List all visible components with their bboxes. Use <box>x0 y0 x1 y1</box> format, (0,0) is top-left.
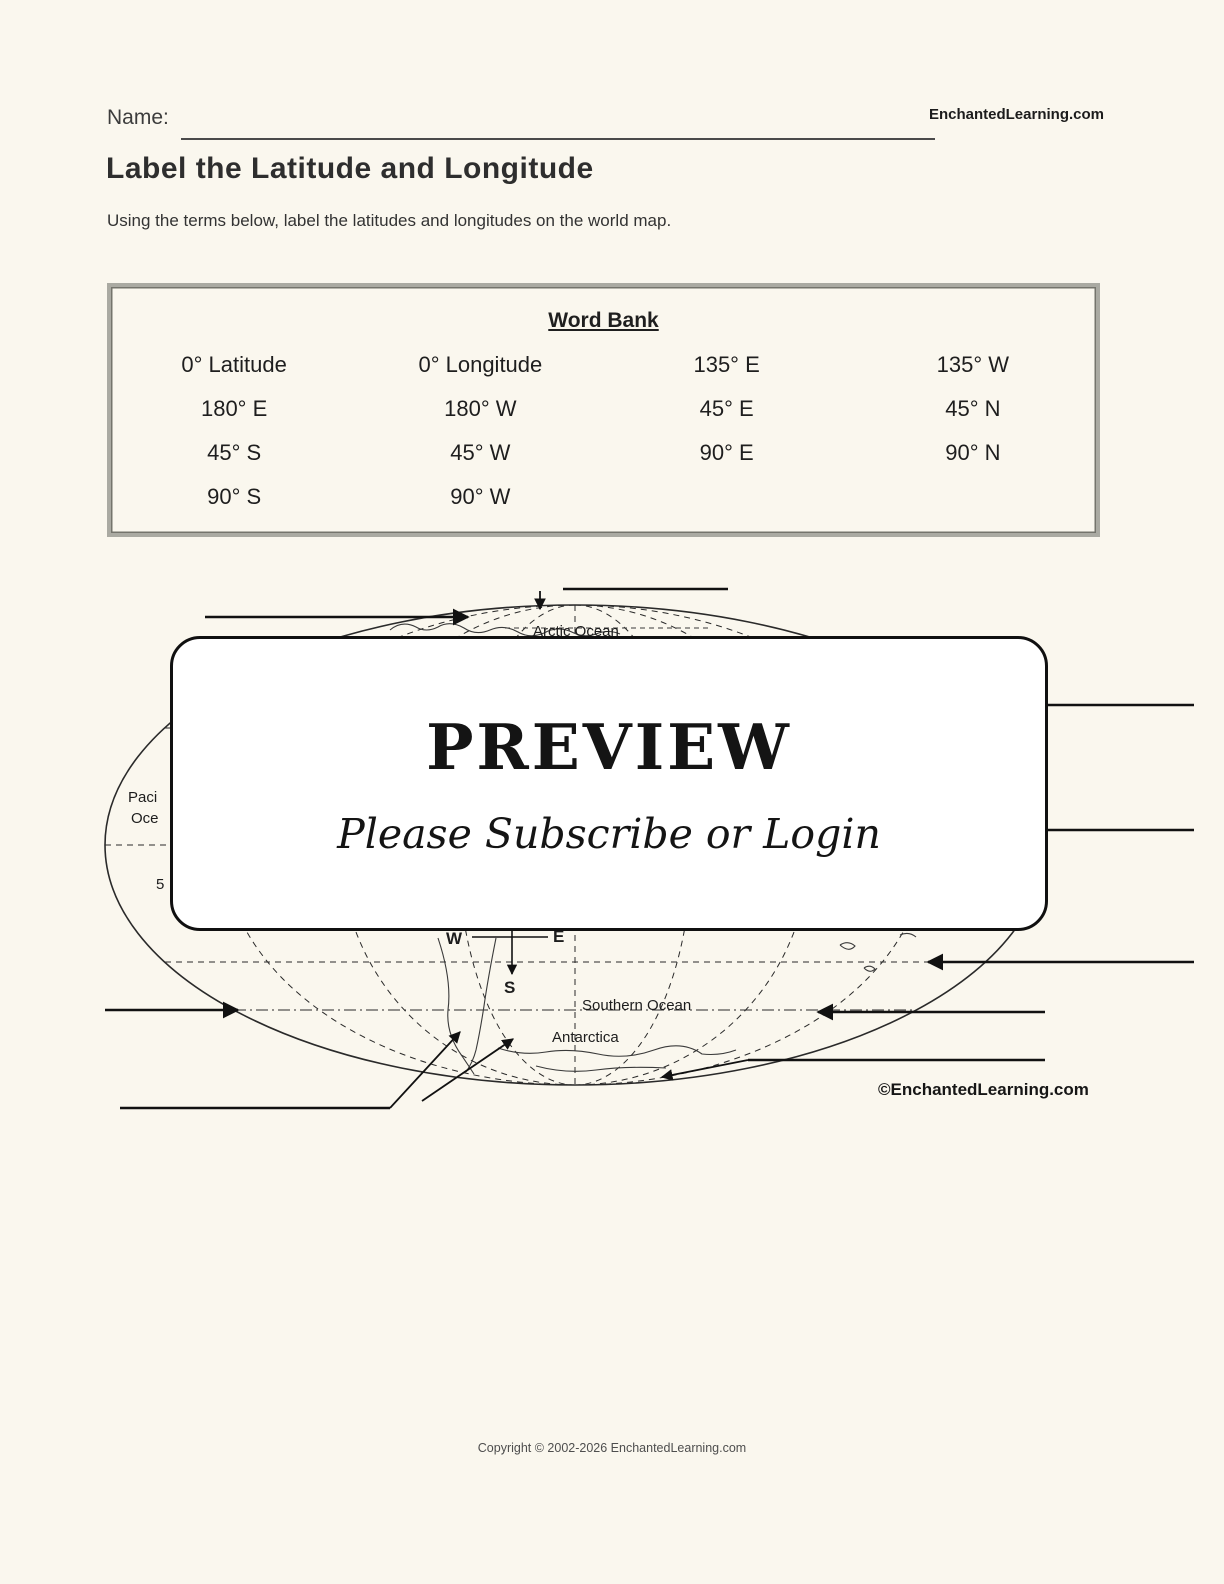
word-bank-term: 90° S <box>207 484 262 509</box>
answer-lines <box>105 587 1194 1110</box>
instructions-text: Using the terms below, label the latitud… <box>107 211 672 230</box>
word-bank-term: 135° W <box>936 352 1010 377</box>
preview-subscribe-login-text: Please Subscribe or Login <box>337 809 881 858</box>
word-bank-term: 45° W <box>450 440 511 465</box>
compass-west-label: W <box>446 929 463 948</box>
map-label-pacific-partial-1: Paci <box>128 789 157 806</box>
map-label-arctic-ocean: Arctic Ocean <box>533 623 619 640</box>
page-title: Label the Latitude and Longitude <box>106 152 594 185</box>
word-bank-term: 90° N <box>945 440 1001 465</box>
preview-title: PREVIEW <box>426 709 792 784</box>
compass-south-label: S <box>504 978 515 997</box>
name-blank-line <box>181 116 935 140</box>
copyright-footer: Copyright © 2002-2026 EnchantedLearning.… <box>477 1441 747 1455</box>
word-bank-term: 45° S <box>207 440 262 465</box>
map-label-southern-ocean: Southern Ocean <box>582 997 691 1014</box>
leader-arrow <box>421 1038 514 1102</box>
map-label-partial-number: 5 <box>156 876 164 893</box>
word-bank-term: 45° N <box>945 396 1001 421</box>
word-bank-term: 135° E <box>693 352 760 377</box>
word-bank-term: 180° E <box>200 396 268 421</box>
name-label: Name: <box>107 106 169 129</box>
map-credit: ©EnchantedLearning.com <box>878 1080 1089 1099</box>
site-name: EnchantedLearning.com <box>928 106 1104 123</box>
preview-overlay: PREVIEW Please Subscribe or Login <box>170 636 1048 931</box>
word-bank-term: 90° E <box>699 440 754 465</box>
word-bank-title: Word Bank <box>548 309 659 332</box>
leader-arrow <box>660 1059 749 1081</box>
map-label-pacific-partial-2: Oce <box>131 810 159 827</box>
word-bank-term: 0° Longitude <box>418 352 543 377</box>
word-bank-box: Word Bank 0° Latitude 0° Longitude 135° … <box>107 283 1100 537</box>
compass-east-label: E <box>553 927 564 946</box>
leader-arrow <box>389 1031 461 1109</box>
map-labels: Arctic Ocean Paci Oce 5 Southern Ocean A… <box>128 623 691 1046</box>
word-bank-term: 0° Latitude <box>181 352 287 377</box>
word-bank-term: 45° E <box>699 396 754 421</box>
coastlines <box>389 623 917 1075</box>
word-bank-term: 90° W <box>450 484 511 509</box>
map-label-antarctica: Antarctica <box>552 1029 619 1046</box>
word-bank-grid: 0° Latitude 0° Longitude 135° E 135° W 1… <box>111 351 1096 511</box>
word-bank-term: 180° W <box>444 396 517 421</box>
